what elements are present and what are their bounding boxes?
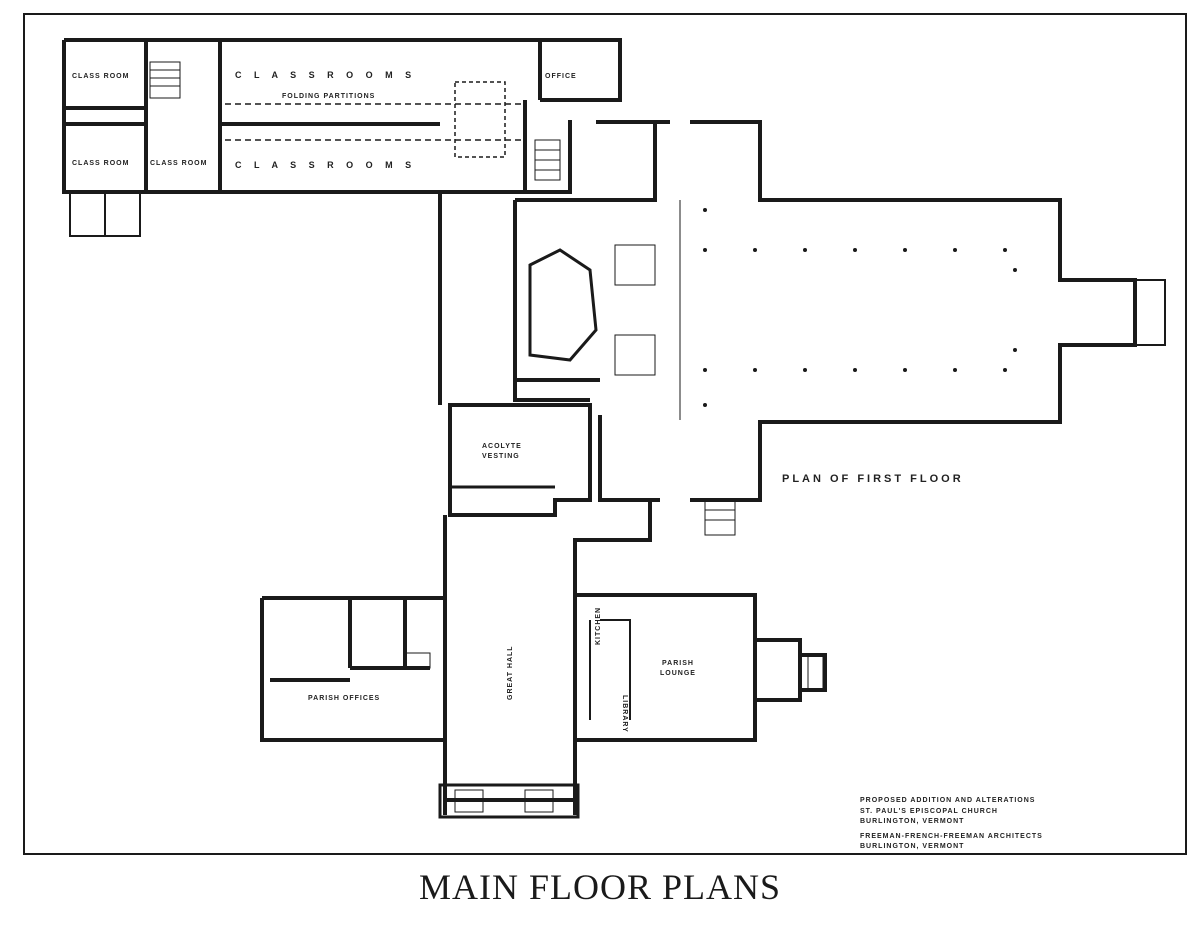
great-hall-porch [438, 783, 580, 819]
label-office: OFFICE [545, 73, 577, 80]
partitions [225, 81, 681, 420]
label-class-rooms-north: C L A S S R O O M S [235, 70, 416, 80]
title-block-line3: BURLINGTON, VERMONT [860, 818, 964, 825]
title-block-line4: FREEMAN-FRENCH-FREEMAN ARCHITECTS [860, 833, 1043, 840]
label-kitchen: KITCHEN [595, 607, 602, 645]
nave-walls [596, 120, 1137, 502]
label-great-hall: GREAT HALL [507, 645, 514, 700]
label-acolyte: ACOLYTE [482, 443, 522, 450]
walls [62, 38, 1166, 819]
label-lounge: LOUNGE [660, 670, 696, 677]
title-block-line2: ST. PAUL'S EPISCOPAL CHURCH [860, 808, 998, 815]
title-block-line5: BURLINGTON, VERMONT [860, 843, 964, 850]
sheet-border [23, 13, 1187, 855]
plan-title: PLAN OF FIRST FLOOR [782, 473, 964, 485]
label-class-rooms-south: C L A S S R O O M S [235, 160, 416, 170]
label-class-room-s2: CLASS ROOM [150, 160, 207, 167]
parish-offices-walls [260, 596, 445, 742]
title-block: PROPOSED ADDITION AND ALTERATIONS ST. PA… [860, 797, 1043, 850]
label-vesting: VESTING [482, 453, 520, 460]
parish-lounge-walls [575, 593, 827, 742]
label-class-room-nw: CLASS ROOM [72, 73, 129, 80]
acolyte-walls [448, 403, 592, 517]
title-block-line1: PROPOSED ADDITION AND ALTERATIONS [860, 797, 1035, 804]
label-library: LIBRARY [621, 695, 628, 733]
chancel-walls [438, 122, 657, 405]
label-folding-partitions: FOLDING PARTITIONS [282, 93, 375, 100]
label-parish: PARISH [662, 660, 694, 667]
nave-columns [703, 208, 1017, 407]
caption: MAIN FLOOR PLANS [418, 867, 782, 907]
great-hall-walls [443, 500, 652, 815]
label-class-room-sw: CLASS ROOM [72, 160, 129, 167]
classroom-wing-walls [62, 38, 622, 194]
stairs [149, 61, 824, 813]
apse [528, 248, 598, 362]
label-parish-offices: PARISH OFFICES [308, 695, 380, 702]
